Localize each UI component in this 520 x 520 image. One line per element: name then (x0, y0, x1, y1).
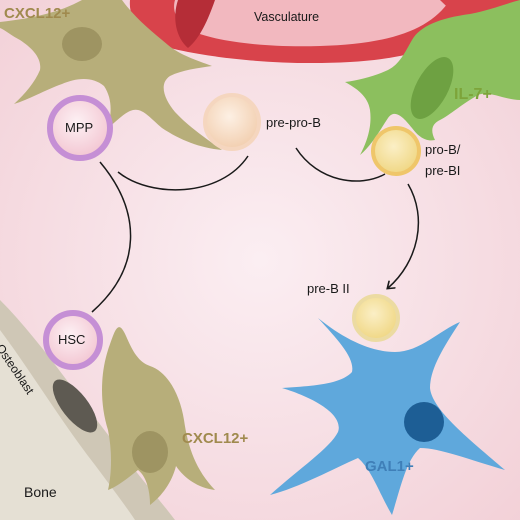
mpp-to-pre-pro-b-connector (117, 155, 249, 191)
mpp-label: MPP (65, 120, 94, 135)
pro-b-label-line1: pro-B/ (425, 142, 461, 157)
lineage-connections (91, 147, 420, 313)
cxcl12-top-cell (0, 0, 222, 150)
vasculature-vessel (129, 0, 520, 64)
pre-b-ii-cell (352, 294, 400, 342)
cxcl12-bottom-cell (102, 327, 215, 505)
pre-pro-b-label: pre-pro-B (266, 115, 321, 130)
cxcl12-bottom-label: CXCL12+ (182, 430, 249, 447)
pro-b-label-line2: pre-BI (425, 163, 461, 178)
il7-label: IL-7+ (454, 86, 492, 103)
cxcl12-top-label: CXCL12+ (4, 5, 71, 22)
vasculature-label: Vasculature (254, 10, 320, 24)
pre-b-ii-label: pre-B II (307, 281, 350, 296)
il7-stromal-cell (345, 0, 520, 155)
pro-b-to-pre-b-ii-arrow (388, 183, 420, 288)
pre-pro-b-to-pro-b-connector (295, 147, 386, 182)
hsc-cell (43, 310, 103, 370)
hsc-label: HSC (58, 332, 86, 347)
hsc-to-mpp-connector (91, 161, 132, 313)
bone-label: Bone (24, 484, 57, 500)
gal1-stromal-cell (270, 318, 505, 515)
pro-b-cell (371, 126, 421, 176)
osteoblast-cell (52, 379, 98, 433)
gal1-label: GAL1+ (365, 458, 414, 475)
pre-pro-b-cell (203, 93, 261, 151)
mpp-cell (47, 95, 113, 161)
